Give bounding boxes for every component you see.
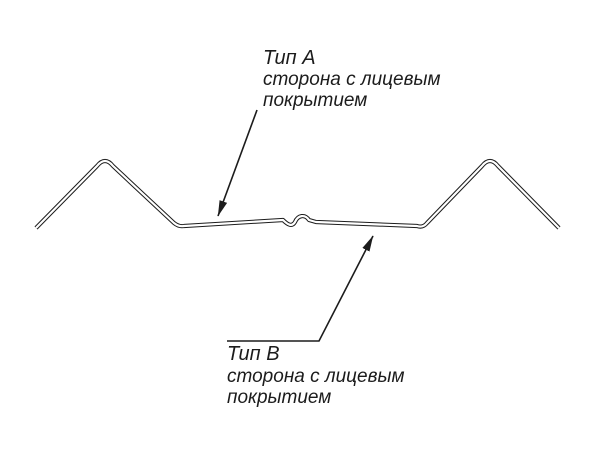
label-type-b-line2: покрытием (227, 387, 331, 408)
leader-line-type-b (227, 235, 374, 342)
label-type-b-title: Тип В (227, 343, 280, 365)
label-type-a: Тип А сторона с лицевым покрытием (263, 47, 441, 111)
label-type-a-title: Тип А (263, 47, 316, 69)
label-type-a-line2: покрытием (263, 90, 367, 111)
profile-line-inner (35, 159, 560, 229)
leader-line-type-a (217, 109, 258, 217)
label-type-b: Тип В сторона с лицевым покрытием (227, 343, 405, 408)
label-type-a-line1: сторона с лицевым (263, 69, 441, 90)
sheet-profile-outline (34, 158, 561, 230)
label-type-b-line1: сторона с лицевым (227, 366, 405, 387)
